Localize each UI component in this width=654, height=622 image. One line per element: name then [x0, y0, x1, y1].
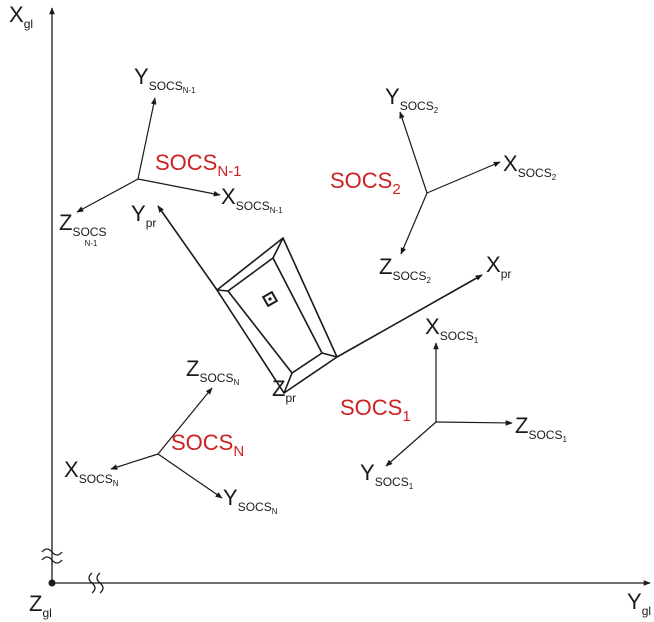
probe-center-marker — [261, 290, 279, 308]
socs-2-x-axis — [426, 161, 501, 194]
global-y-label: Ygl — [627, 589, 652, 618]
socs-2-x-label: XSOCS2 — [503, 151, 557, 182]
global-origin — [48, 579, 56, 587]
socs-2-z-axis — [400, 192, 428, 255]
socs-n-z-label: ZSOCSN — [186, 356, 240, 387]
probe-x-label: Xpr — [486, 252, 512, 281]
global-z-label: Zgl — [29, 591, 52, 620]
socs-n-name: SOCSN — [171, 430, 245, 460]
socs-n1-x-label: XSOCSN-1 — [221, 184, 283, 215]
socs-n-z-axis — [157, 387, 213, 455]
global-axes — [41, 7, 651, 594]
socs-n1-name: SOCSN-1 — [155, 150, 242, 180]
probe-bevel-2 — [272, 237, 284, 259]
socs-1-z-axis — [435, 420, 513, 426]
probe-z-label: Zpr — [272, 376, 297, 405]
socs-n-x-axis — [110, 453, 159, 470]
socs-1-frame — [385, 342, 513, 467]
socs-n-y-label: YSOCSN — [223, 485, 278, 516]
socs-n1-z-axis — [76, 178, 139, 213]
socs-1-name: SOCS1 — [340, 395, 411, 425]
socs-2-z-label: ZSOCS2 — [379, 254, 431, 285]
socs-n1-x-axis — [137, 178, 221, 197]
probe-center-dot — [268, 297, 272, 301]
socs-1-y-label: YSOCS1 — [360, 460, 414, 491]
socs-2-y-axis — [399, 111, 428, 194]
global-x-label: Xgl — [9, 2, 34, 31]
probe-y-axis — [157, 205, 218, 291]
socs-n1-y-axis — [137, 97, 157, 180]
socs-1-y-axis — [385, 421, 437, 467]
probe-bevel-3 — [321, 352, 338, 358]
socs-2-y-label: YSOCS2 — [385, 84, 439, 115]
probe-frame — [157, 205, 483, 395]
socs-n-x-label: XSOCSN — [64, 457, 119, 488]
socs-n1-frame — [76, 97, 221, 213]
probe-bevel-4 — [283, 372, 293, 394]
probe-bevel-1 — [216, 289, 229, 292]
socs-n1-z-label: ZSOCSN-1 — [59, 210, 107, 248]
socs-1-z-label: ZSOCS1 — [515, 413, 567, 444]
probe-y-label: Ypr — [131, 201, 157, 230]
socs-n-frame — [110, 387, 223, 499]
socs-1-x-label: XSOCS1 — [425, 314, 479, 345]
socs-2-frame — [399, 111, 501, 255]
socs-n-y-axis — [157, 453, 223, 499]
probe-body-inner — [226, 256, 324, 375]
socs-2-name: SOCS2 — [330, 168, 401, 198]
socs-n1-y-label: YSOCSN-1 — [134, 64, 196, 95]
probe-x-axis — [336, 274, 483, 358]
x-axis-break-mark — [41, 548, 63, 564]
y-axis-break-mark — [88, 572, 104, 594]
